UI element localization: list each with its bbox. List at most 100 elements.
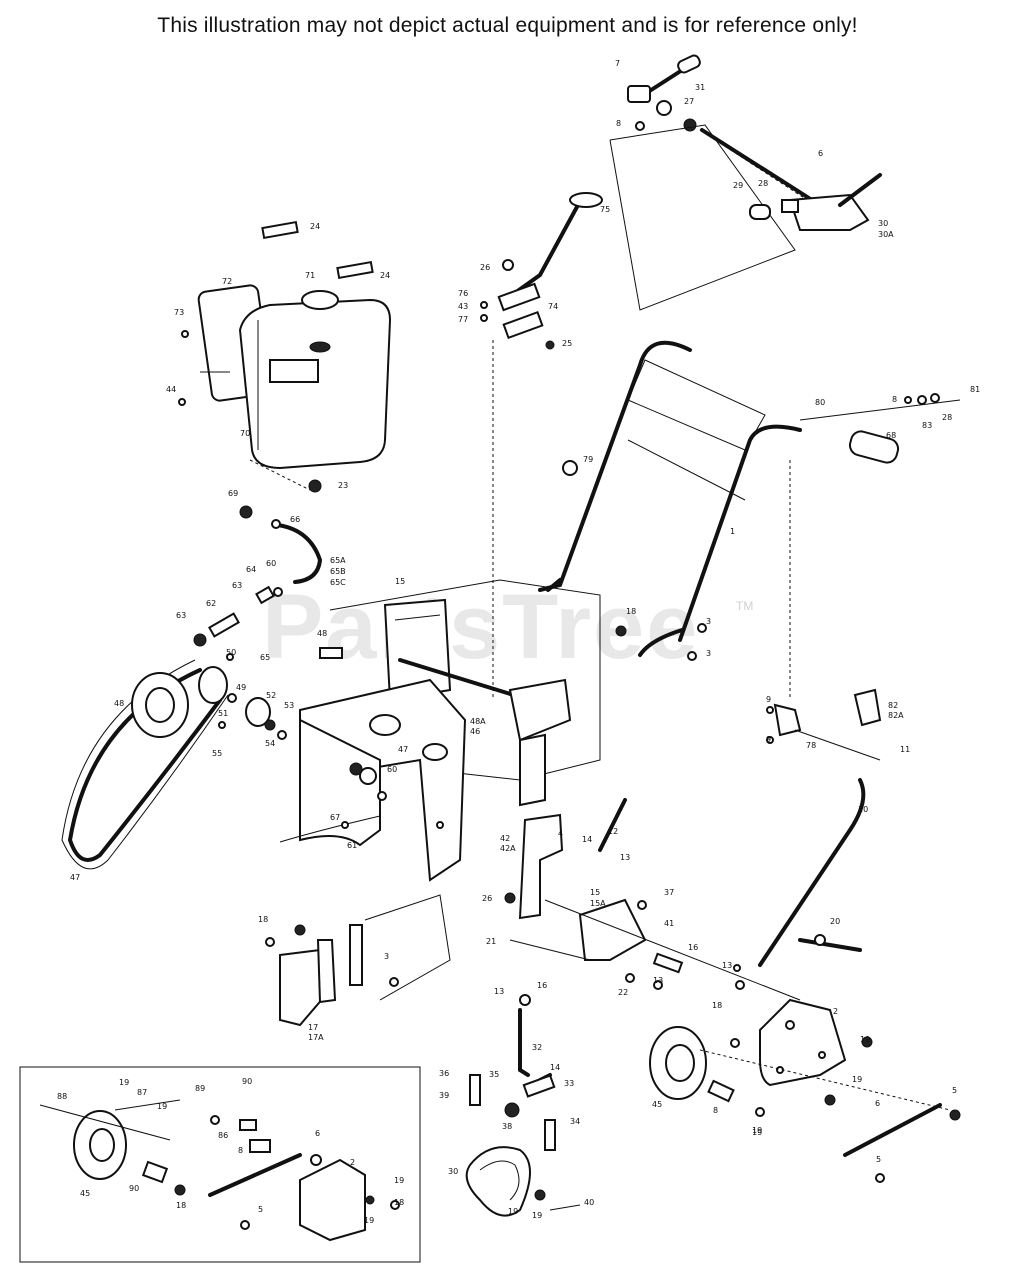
part-number-label: 9 [766,735,771,744]
part-number-label: 8 [616,119,621,128]
part-number-label: 65B [330,567,346,576]
part-number-label: 60 [387,765,397,774]
part-number-label: 17A [308,1033,324,1042]
part-number-label: 45 [652,1100,662,1109]
part-number-label: 83 [922,421,932,430]
part-number-label: 36 [439,1069,449,1078]
part-number-label: 26 [480,263,490,272]
part-number-label: 51 [218,709,228,718]
part-number-label: 62 [206,599,216,608]
part-number-label: 24 [380,271,390,280]
part-number-label: 89 [195,1084,205,1093]
part-number-label: 2 [350,1158,355,1167]
part-number-label: 70 [240,429,250,438]
part-number-label: 21 [486,937,496,946]
part-number-label: 75 [600,205,610,214]
part-number-label: 25 [562,339,572,348]
part-number-label: 13 [620,853,630,862]
part-number-label: 45 [80,1189,90,1198]
part-number-label: 66 [290,515,300,524]
part-number-label: 18 [176,1201,186,1210]
part-number-label: 41 [664,919,674,928]
part-number-label: 13 [494,987,504,996]
part-number-label: 15 [395,577,405,586]
part-number-label: 39 [439,1091,449,1100]
part-number-label: 3 [384,952,389,961]
part-number-label: 78 [806,741,816,750]
part-number-label: 28 [758,179,768,188]
part-number-label: 19 [752,1128,762,1137]
part-number-label: 18 [712,1001,722,1010]
part-number-label: 50 [226,648,236,657]
part-number-label: 71 [305,271,315,280]
part-number-label: 67 [330,813,340,822]
part-number-label: 90 [129,1184,139,1193]
part-number-label: 87 [137,1088,147,1097]
part-number-label: 30 [878,219,888,228]
part-number-label: 47 [398,745,408,754]
part-number-label: 9 [766,695,771,704]
part-number-label: 8 [713,1106,718,1115]
part-number-label: 8 [892,395,897,404]
part-number-label: 19 [157,1102,167,1111]
part-number-label: 13 [722,961,732,970]
part-number-label: 42 [500,834,510,843]
disclaimer-text: This illustration may not depict actual … [157,14,858,37]
part-number-label: 1 [730,527,735,536]
lower-bracket [265,894,451,1027]
part-number-label: 27 [684,97,694,106]
shift-rod-assembly [504,688,882,1001]
part-number-label: 48 [114,699,124,708]
part-number-label: 30A [878,230,894,239]
part-number-label: 19 [394,1176,404,1185]
part-number-label: 7 [615,59,620,68]
part-number-label: 15A [590,899,606,908]
part-number-label: 33 [564,1079,574,1088]
part-number-label: 3 [706,617,711,626]
part-number-label: 6 [875,1099,880,1108]
part-number-label: 12 [608,827,618,836]
part-number-label: 69 [228,489,238,498]
part-number-label: 19 [364,1216,374,1225]
part-number-label: 63 [176,611,186,620]
part-number-label: 34 [570,1117,580,1126]
part-number-label: 79 [583,455,593,464]
part-number-label: 82A [888,711,904,720]
part-number-label: 5 [258,1205,263,1214]
part-number-label: 26 [482,894,492,903]
part-number-label: 28 [942,413,952,422]
handle-frame [538,340,961,700]
part-number-label: 5 [876,1155,881,1164]
part-number-label: 19 [852,1075,862,1084]
part-number-label: 37 [664,888,674,897]
part-number-label: 19 [119,1078,129,1087]
part-number-label: 14 [582,835,592,844]
part-number-label: 80 [815,398,825,407]
partstree-watermark: PartsTree [262,576,700,678]
part-number-label: 31 [695,83,705,92]
part-number-label: 64 [246,565,256,574]
part-number-label: 47 [70,873,80,882]
part-number-label: 48A [470,717,486,726]
drive-belt-assembly [61,653,287,870]
part-number-label: 2 [833,1007,838,1016]
part-number-label: 60 [266,559,276,568]
part-number-label: 55 [212,749,222,758]
part-number-label: 90 [242,1077,252,1086]
part-number-label: 40 [584,1198,594,1207]
part-number-label: 11 [900,745,910,754]
part-number-label: 18 [394,1198,404,1207]
part-number-label: 4 [558,829,563,838]
part-number-label: 72 [222,277,232,286]
part-number-label: 65A [330,556,346,565]
part-number-label: 17 [308,1023,318,1032]
part-number-label: 19 [752,1126,762,1135]
part-number-label: 65 [260,653,270,662]
part-number-label: 74 [548,302,558,311]
part-number-label: 77 [458,315,468,324]
part-number-label: 16 [688,943,698,952]
part-number-label: 81 [970,385,980,394]
part-number-label: 46 [470,727,480,736]
part-number-label: 18 [258,915,268,924]
